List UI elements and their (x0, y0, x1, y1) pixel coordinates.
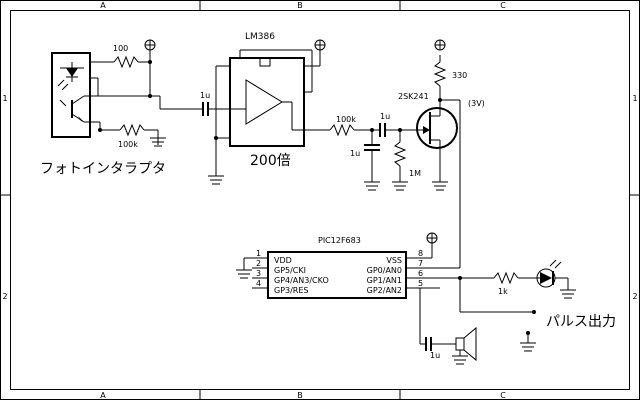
jfet-rgate-label: 1M (409, 169, 421, 178)
amp-cin-label: 1u (200, 91, 210, 100)
mcu-pin-2-name: GP5/CKI (274, 266, 306, 275)
mcu-part-label: PIC12F683 (318, 236, 361, 245)
jfet-rdrain-label: 330 (452, 71, 467, 80)
col-label-c-bottom: C (500, 391, 506, 400)
amp-gain-label: 200倍 (250, 153, 291, 169)
led-resistor-label: 1k (498, 287, 508, 296)
mcu-pin-8-name: VSS (386, 256, 402, 265)
mcu-pin-1-num: 1 (256, 249, 261, 258)
jfet-input-network (329, 123, 420, 191)
speaker-cap-label: 1u (430, 351, 440, 360)
jfet-cshunt-label: 1u (350, 149, 360, 158)
row-label-2-left: 2 (2, 292, 7, 301)
mcu-pin-2-num: 2 (256, 259, 261, 268)
mcu-pin-5-name: GP2/AN2 (367, 286, 402, 295)
col-label-b-top: B (297, 1, 303, 10)
col-label-a-bottom: A (100, 391, 106, 400)
mcu-pin-4-name: GP3/RES (274, 286, 309, 295)
row-label-1-left: 1 (2, 94, 7, 103)
row-label-2-right: 2 (632, 292, 637, 301)
mcu-pin-6-name: GP1/AN1 (367, 276, 402, 285)
speaker-output (419, 287, 477, 365)
mcu-pin-4-num: 4 (256, 279, 261, 288)
col-label-a-top: A (100, 1, 106, 10)
photo-r-top-label: 100 (113, 44, 128, 53)
led-output (432, 259, 576, 299)
photo-interrupter-label: フォトインタラプタ (40, 161, 166, 177)
mcu-pin-6-num: 6 (418, 269, 423, 278)
jfet-rin-label: 100k (336, 115, 356, 124)
photo-interrupter (51, 52, 91, 138)
jfet-voltage-label: (3V) (468, 99, 485, 108)
col-label-c-top: C (500, 1, 506, 10)
mcu-pin-1-name: VDD (274, 256, 292, 265)
mcu-pin-3-num: 3 (256, 269, 261, 278)
photo-wiring (90, 50, 203, 147)
vcc-mcu (426, 232, 438, 244)
photo-r-bottom-label: 100k (118, 140, 138, 149)
row-label-1-right: 1 (632, 94, 637, 103)
lm386-amplifier (208, 49, 330, 185)
vcc-amp (314, 39, 326, 51)
mcu-pin-7-num: 7 (418, 259, 423, 268)
pulse-output (459, 278, 536, 352)
jfet-cseries-label: 1u (380, 112, 390, 121)
amp-input-capacitor (202, 102, 230, 116)
amp-part-label: LM386 (245, 32, 275, 42)
col-label-b-bottom: B (297, 391, 303, 400)
mcu-pin-7-name: GP0/AN0 (367, 266, 402, 275)
vcc-jfet (434, 39, 446, 51)
mcu-pin-8-num: 8 (418, 249, 423, 258)
jfet-2sk241 (416, 55, 461, 268)
mcu-pin-3-name: GP4/AN3/CKO (274, 276, 329, 285)
jfet-part-label: 2SK241 (398, 92, 429, 101)
mcu-pin-5-num: 5 (418, 279, 423, 288)
pulse-output-label: パルス出力 (546, 314, 616, 330)
pic12f683-mcu (236, 243, 460, 299)
vcc-photo (144, 39, 156, 51)
